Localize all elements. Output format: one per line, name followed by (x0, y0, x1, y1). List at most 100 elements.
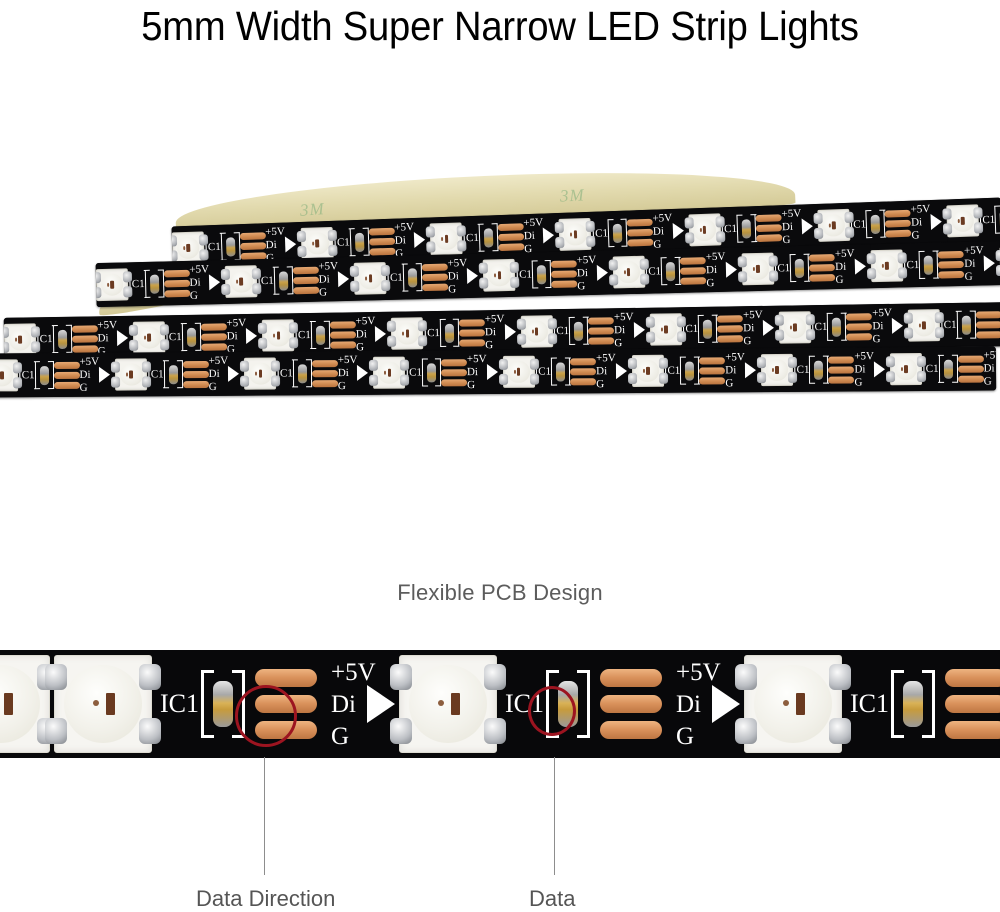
led-package (761, 354, 793, 386)
silkscreen-power-label: +5V (467, 354, 487, 365)
copper-pad (809, 264, 835, 272)
led-package (399, 655, 497, 753)
led-package (908, 309, 940, 341)
capacitor (298, 364, 307, 383)
led-die (793, 323, 797, 331)
led-die (239, 278, 243, 286)
copper-pad (54, 381, 80, 388)
solder-pads (756, 214, 783, 242)
solder-joint (628, 358, 637, 369)
copper-pad (600, 695, 662, 713)
copper-pad (699, 357, 725, 364)
solder-joint (973, 207, 982, 218)
led-package (503, 356, 535, 388)
silkscreen-power-label: +5V (596, 353, 616, 364)
copper-pad (183, 360, 209, 367)
solder-pads (590, 669, 672, 739)
led-die (796, 693, 805, 715)
solder-joint (886, 356, 895, 367)
solder-joint (677, 316, 686, 327)
solder-pads (828, 356, 854, 383)
solder-pads (422, 263, 449, 291)
copper-pad (53, 361, 79, 368)
ic-outline (311, 321, 330, 349)
copper-pad (588, 317, 614, 324)
solder-joint (289, 337, 298, 348)
copper-pad (938, 270, 964, 278)
led-package (4, 323, 36, 355)
solder-pads (53, 361, 79, 388)
led-die (0, 371, 4, 379)
copper-pad (958, 375, 984, 382)
ic-outline (790, 254, 810, 282)
copper-pad (292, 266, 318, 274)
data-direction-arrow-icon (672, 223, 684, 239)
ic-outline (220, 232, 240, 261)
led-bond-dot (126, 373, 128, 377)
led-package (244, 357, 276, 389)
solder-joint (974, 222, 983, 233)
solder-joint (271, 360, 280, 371)
solder-joint (775, 315, 784, 326)
solder-joint (171, 235, 177, 246)
ic-marking: IC1 (720, 214, 756, 243)
silkscreen-power-label: +5V (338, 354, 358, 365)
led-die (703, 226, 707, 234)
solder-joint (510, 262, 519, 273)
solder-pads (717, 315, 743, 342)
copper-pad (71, 335, 97, 342)
solder-joint (587, 236, 596, 247)
copper-pad (164, 289, 190, 297)
copper-pad (938, 250, 964, 258)
capacitor (961, 315, 970, 334)
copper-pad (369, 247, 395, 255)
led-die (444, 235, 448, 243)
solder-joint (139, 718, 161, 744)
silkscreen-power-label: +5V (318, 261, 338, 272)
solder-joint (457, 240, 466, 251)
capacitor (408, 268, 417, 287)
copper-pad (330, 321, 356, 328)
copper-pad (975, 311, 1000, 318)
silkscreen-data-label: Di (448, 271, 468, 282)
copper-pad (239, 232, 265, 240)
solder-joint (716, 231, 725, 242)
led-die (388, 369, 392, 377)
copper-pad (255, 695, 317, 713)
silkscreen-power-label: +5V (265, 226, 285, 238)
solder-joint (221, 284, 230, 295)
solder-joint (96, 272, 101, 283)
silkscreen-power-label: +5V (447, 258, 467, 269)
silkscreen-data-label: Di (577, 267, 597, 278)
led-die (129, 371, 133, 379)
led-package (520, 315, 552, 347)
data-direction-arrow-icon (801, 218, 813, 234)
ic-outline (698, 315, 717, 343)
solder-joint (258, 323, 267, 334)
solder-joint (904, 313, 913, 324)
page-title: 5mm Width Super Narrow LED Strip Lights (35, 0, 965, 52)
solder-joint (806, 314, 815, 325)
solder-joint (426, 226, 435, 237)
solder-joint (942, 208, 951, 219)
data-direction-arrow-icon (487, 364, 498, 380)
led-package (96, 268, 129, 301)
silkscreen-ground-label: G (190, 290, 210, 301)
copper-pad (312, 360, 338, 367)
solder-pads (626, 218, 653, 246)
solder-joint (738, 271, 747, 282)
